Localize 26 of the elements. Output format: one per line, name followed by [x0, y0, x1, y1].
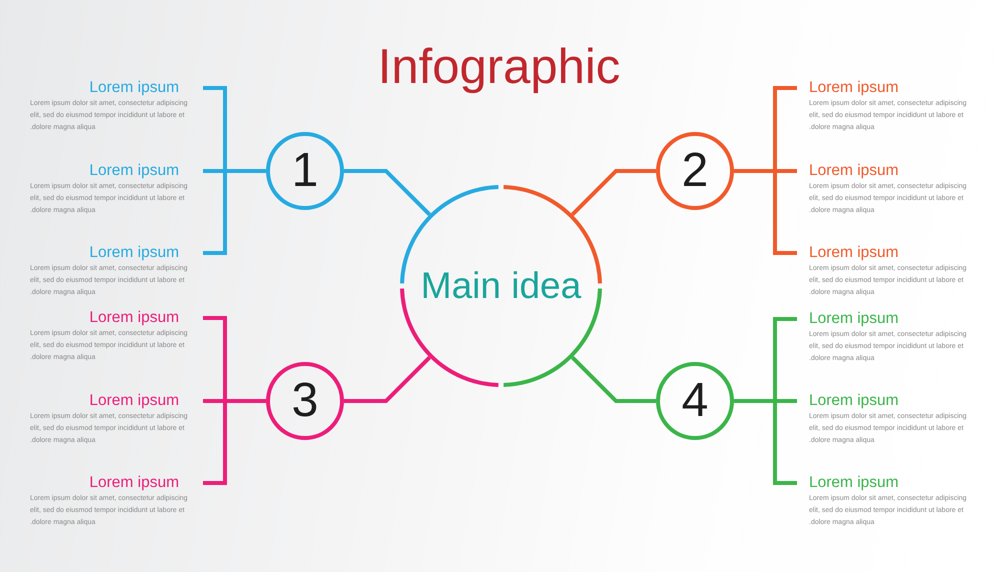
number-circle	[266, 362, 344, 440]
item-heading: Lorem ipsum	[809, 309, 899, 329]
connector-line	[344, 356, 431, 403]
item-heading: Lorem ipsum	[88, 308, 180, 328]
step-number: 3	[292, 377, 318, 425]
item-heading: Lorem ipsum	[88, 391, 180, 411]
item-heading: Lorem ipsum	[88, 161, 180, 181]
step-number: 4	[682, 377, 708, 425]
number-circle	[266, 132, 344, 210]
number-circle	[656, 362, 734, 440]
number-circle	[656, 132, 734, 210]
connector-line	[571, 356, 656, 403]
item-heading: Lorem ipsum	[88, 78, 180, 98]
item-heading: Lorem ipsum	[809, 78, 899, 98]
connector-line	[344, 169, 431, 216]
step-number: 2	[682, 147, 708, 195]
title: Infographic	[378, 43, 620, 92]
item-heading: Lorem ipsum	[88, 473, 180, 493]
item-heading: Lorem ipsum	[809, 473, 899, 493]
item-heading: Lorem ipsum	[88, 243, 180, 263]
main-idea-label: Main idea	[420, 266, 582, 306]
step-number: 1	[292, 147, 318, 195]
item-heading: Lorem ipsum	[809, 391, 899, 411]
item-heading: Lorem ipsum	[809, 161, 899, 181]
connector-line	[571, 169, 656, 216]
item-heading: Lorem ipsum	[809, 243, 899, 263]
